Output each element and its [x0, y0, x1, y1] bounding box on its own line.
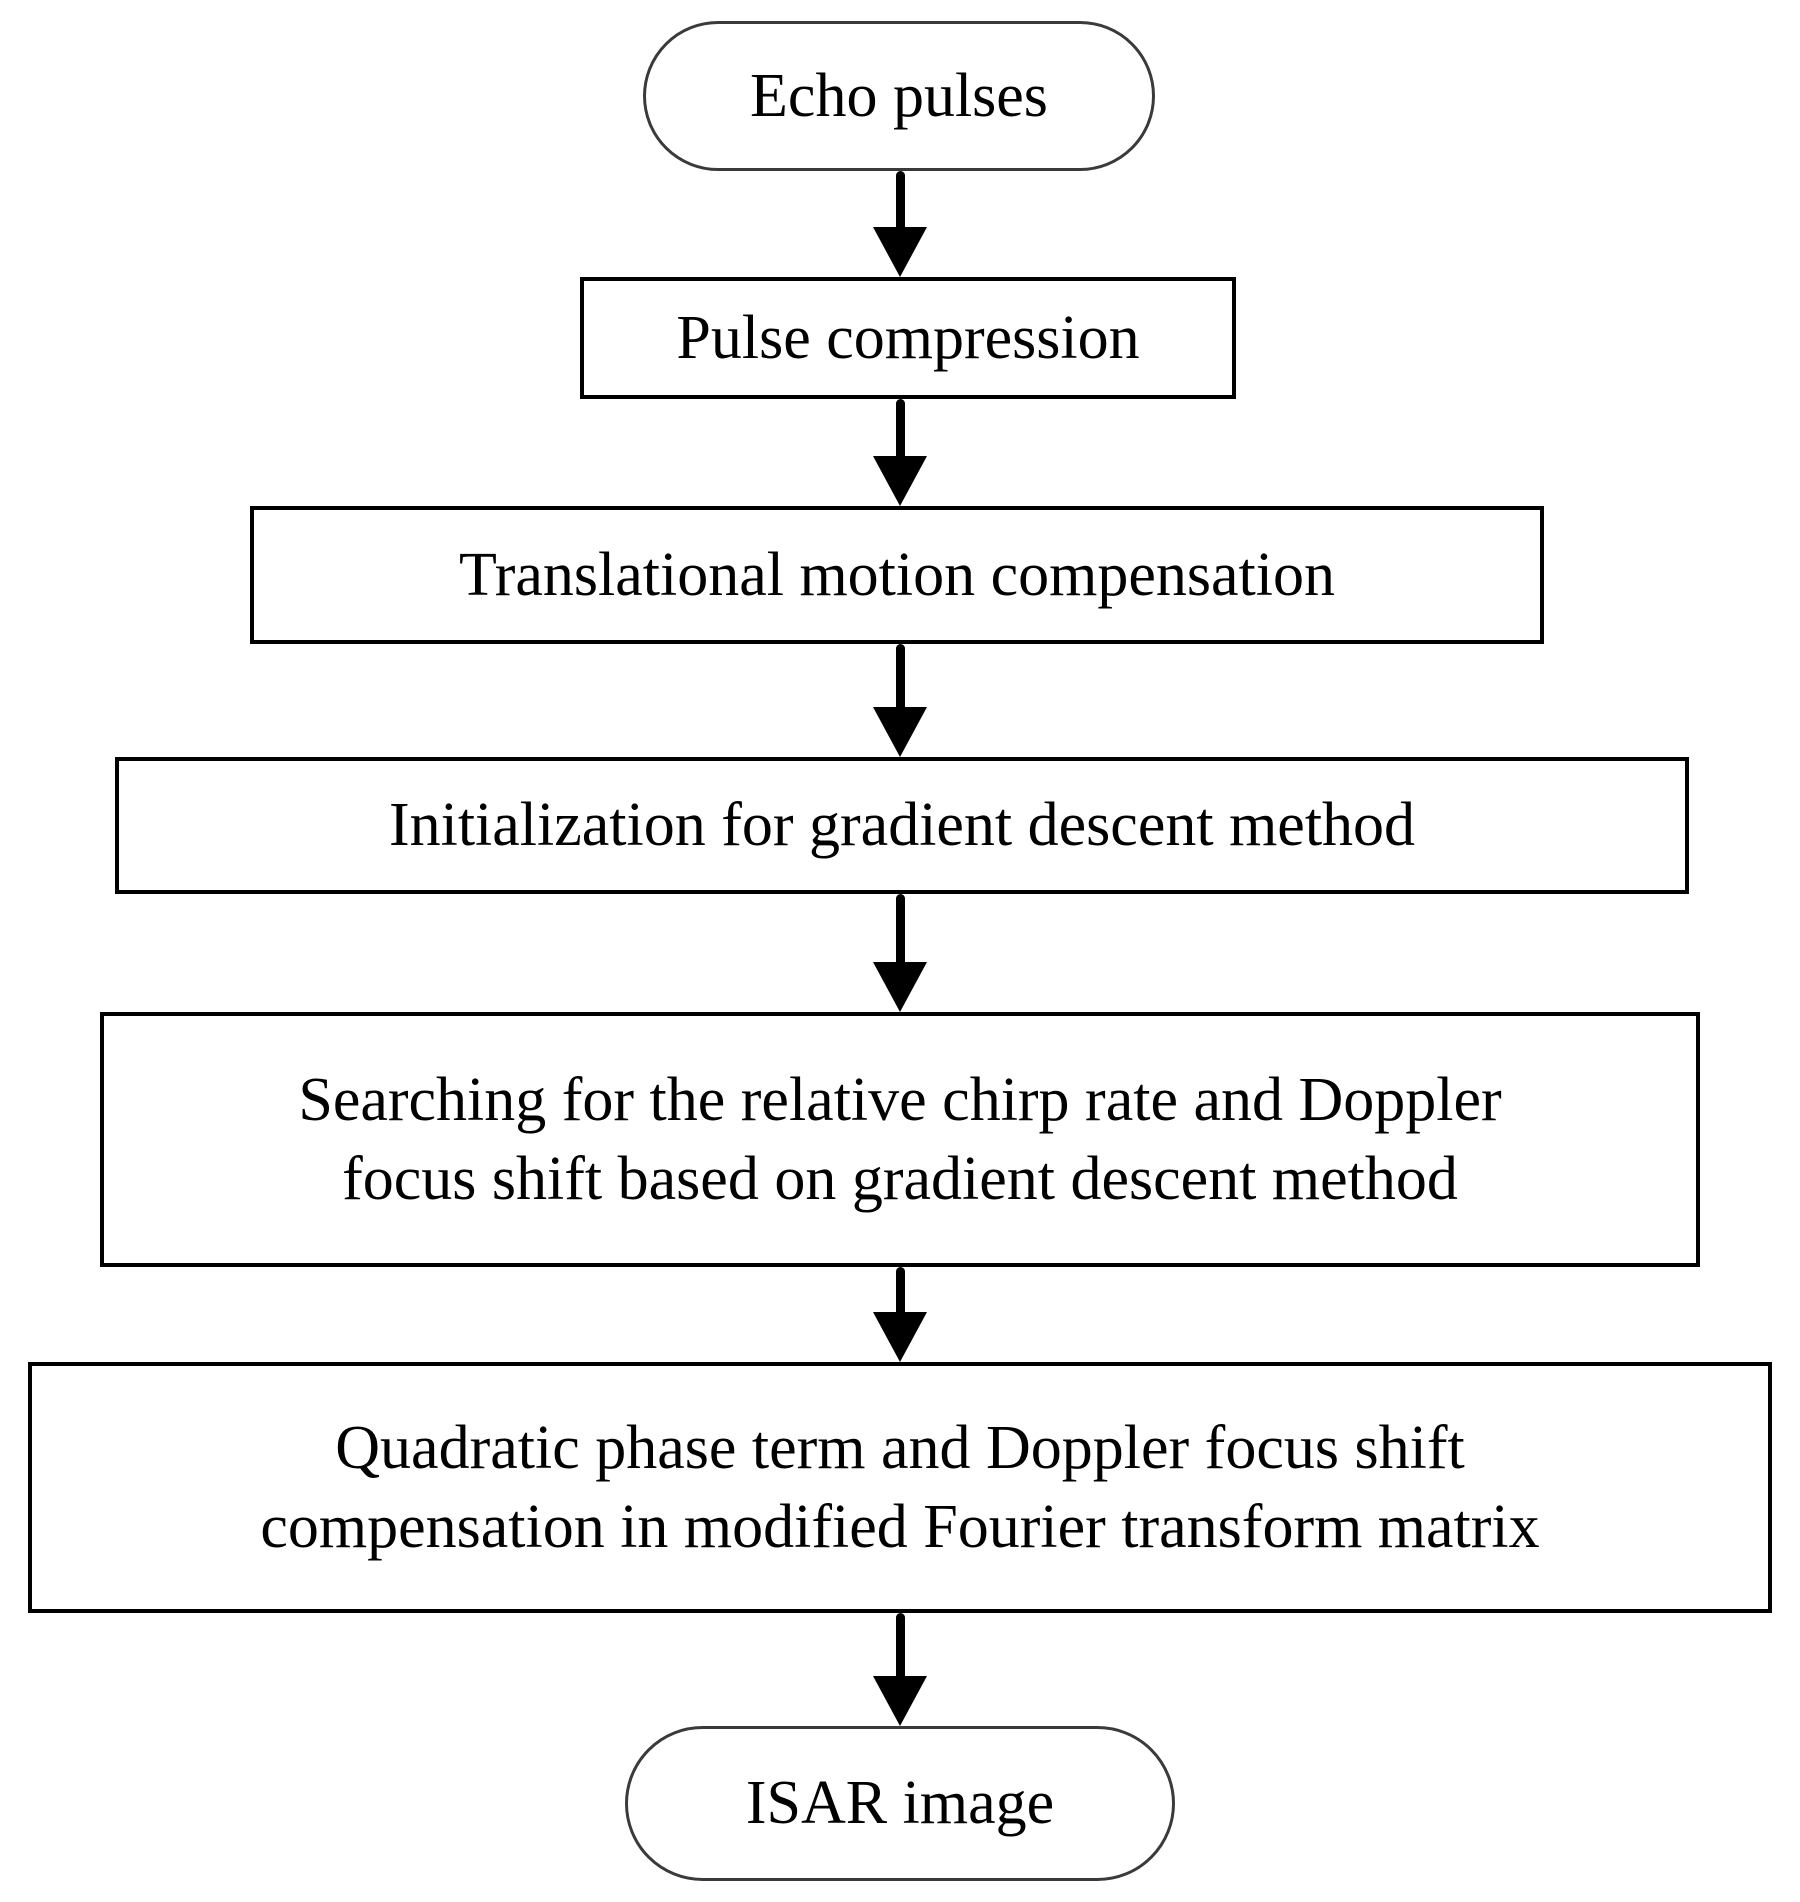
- node-label: Pulse compression: [676, 303, 1140, 372]
- arrow-head: [873, 1312, 927, 1362]
- node-translational-motion-compensation: Translational motion compensation: [250, 506, 1544, 644]
- arrow-head: [873, 707, 927, 757]
- node-label: ISAR image: [745, 1769, 1055, 1837]
- down-arrow-icon: [873, 1613, 927, 1726]
- arrow-head: [873, 227, 927, 277]
- node-quadratic-phase-compensation: Quadratic phase term and Doppler focus s…: [28, 1362, 1772, 1613]
- down-arrow-icon: [873, 644, 927, 757]
- arrow-head: [873, 1676, 927, 1726]
- down-arrow-icon: [873, 171, 927, 277]
- arrow-stem: [895, 399, 905, 456]
- node-label: compensation in modified Fourier transfo…: [260, 1492, 1540, 1561]
- node-label: Initialization for gradient descent meth…: [388, 791, 1416, 859]
- node-isar-image: ISAR image: [625, 1726, 1175, 1881]
- node-label: Quadratic phase term and Doppler focus s…: [335, 1413, 1465, 1482]
- node-pulse-compression: Pulse compression: [580, 277, 1236, 399]
- down-arrow-icon: [873, 399, 927, 506]
- arrow-stem: [895, 644, 905, 707]
- arrow-stem: [895, 1613, 905, 1676]
- node-label: Searching for the relative chirp rate an…: [298, 1065, 1502, 1134]
- node-searching-chirp-rate: Searching for the relative chirp rate an…: [100, 1012, 1700, 1267]
- node-label: Translational motion compensation: [459, 540, 1335, 609]
- down-arrow-icon: [873, 894, 927, 1012]
- arrow-stem: [895, 1267, 905, 1312]
- arrow-head: [873, 962, 927, 1012]
- node-initialization-gradient-descent: Initialization for gradient descent meth…: [115, 757, 1689, 894]
- node-label: Echo pulses: [750, 61, 1048, 130]
- arrow-stem: [895, 894, 905, 962]
- down-arrow-icon: [873, 1267, 927, 1362]
- arrow-stem: [895, 171, 905, 227]
- arrow-head: [873, 456, 927, 506]
- node-echo-pulses: Echo pulses: [643, 21, 1155, 171]
- node-label: focus shift based on gradient descent me…: [342, 1144, 1458, 1213]
